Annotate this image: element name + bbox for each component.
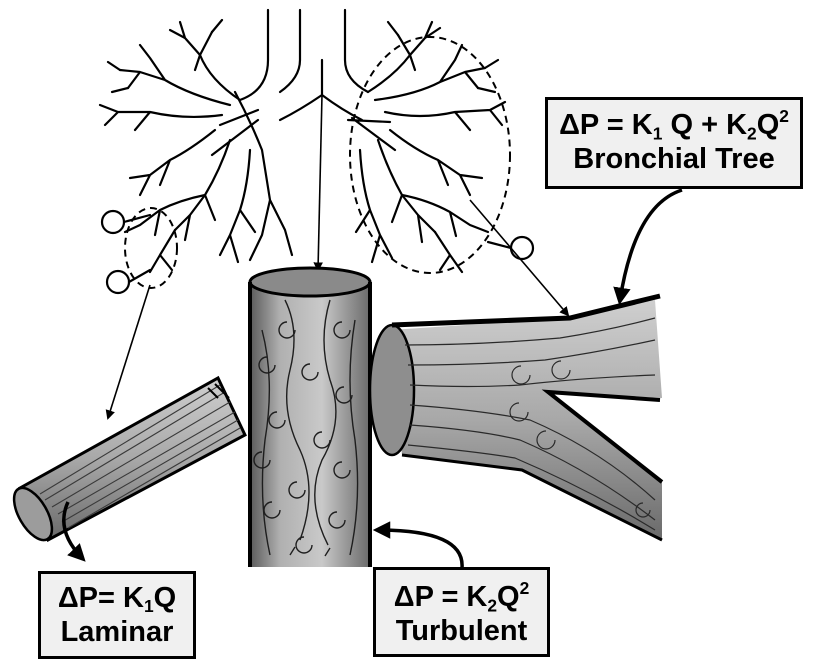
laminar-q: Q: [154, 582, 177, 614]
bronchial-k2-subscript: 2: [747, 123, 757, 143]
turbulent-tube: [250, 268, 370, 567]
laminar-name: Laminar: [41, 616, 193, 649]
bronchial-squared: 2: [779, 106, 789, 126]
laminar-k1-subscript: 1: [144, 596, 154, 616]
turbulent-delta-p: ΔP = K: [394, 581, 488, 613]
laminar-delta-p: ΔP= K: [58, 582, 144, 614]
turbulent-name: Turbulent: [376, 615, 547, 648]
bronchial-tree-name: Bronchial Tree: [548, 143, 800, 176]
laminar-equation: ΔP= K1Q: [41, 582, 193, 616]
bronchial-tree: [100, 10, 533, 293]
laminar-label-box: ΔP= K1Q Laminar: [38, 571, 196, 659]
bronchial-q: Q: [757, 109, 780, 141]
turbulent-equation: ΔP = K2Q2: [376, 578, 547, 615]
turbulent-squared: 2: [520, 578, 530, 598]
bronchial-equation: ΔP = K1 Q + K2Q2: [548, 106, 800, 143]
turbulent-q: Q: [497, 581, 520, 613]
bronchial-k1-subscript: 1: [653, 123, 663, 143]
turbulent-k2-subscript: 2: [487, 595, 497, 615]
laminar-tube: [6, 378, 245, 546]
dashed-highlight-circles: [125, 37, 510, 288]
turbulent-label-box: ΔP = K2Q2 Turbulent: [373, 567, 550, 657]
bronchial-tree-label-box: ΔP = K1 Q + K2Q2 Bronchial Tree: [545, 97, 803, 189]
bifurcation-tube: [370, 296, 662, 540]
bronchial-q-plus-k: Q + K: [662, 109, 747, 141]
bronchial-delta-p: ΔP = K: [559, 109, 653, 141]
